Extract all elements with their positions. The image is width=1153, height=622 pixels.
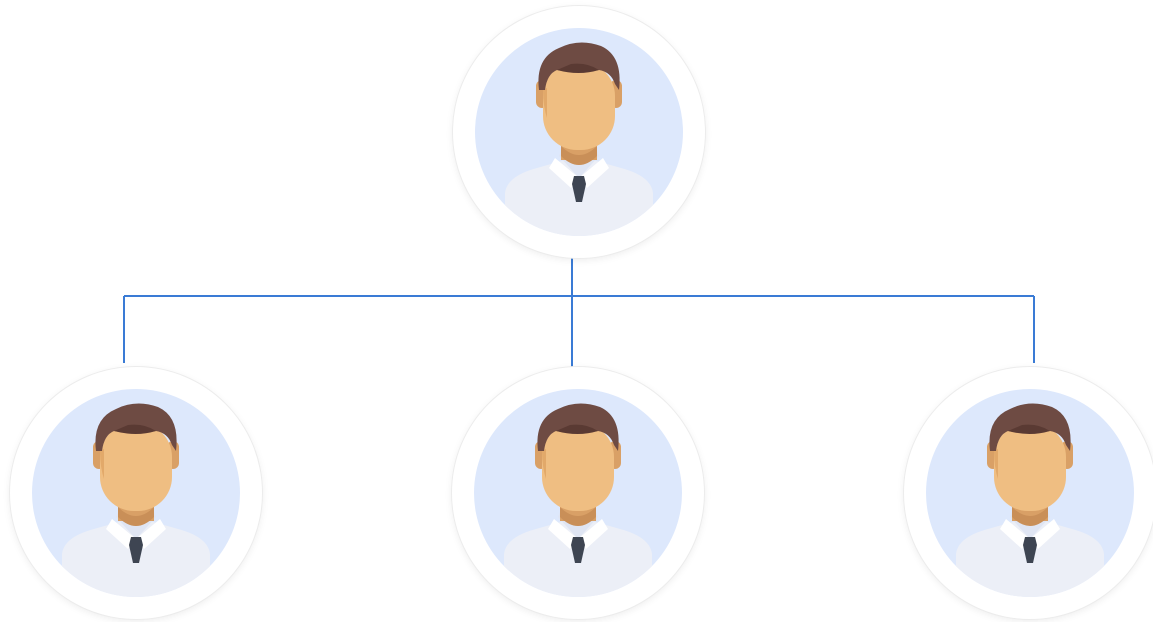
org-node-child-1[interactable] — [10, 367, 262, 619]
avatar — [475, 28, 683, 236]
org-node-child-2[interactable] — [452, 367, 704, 619]
man-avatar-icon — [32, 389, 240, 597]
avatar — [474, 389, 682, 597]
man-avatar-icon — [475, 28, 683, 236]
avatar — [926, 389, 1134, 597]
man-avatar-icon — [474, 389, 682, 597]
org-node-child-3[interactable] — [904, 367, 1153, 619]
man-avatar-icon — [926, 389, 1134, 597]
org-node-root[interactable] — [453, 6, 705, 258]
avatar — [32, 389, 240, 597]
